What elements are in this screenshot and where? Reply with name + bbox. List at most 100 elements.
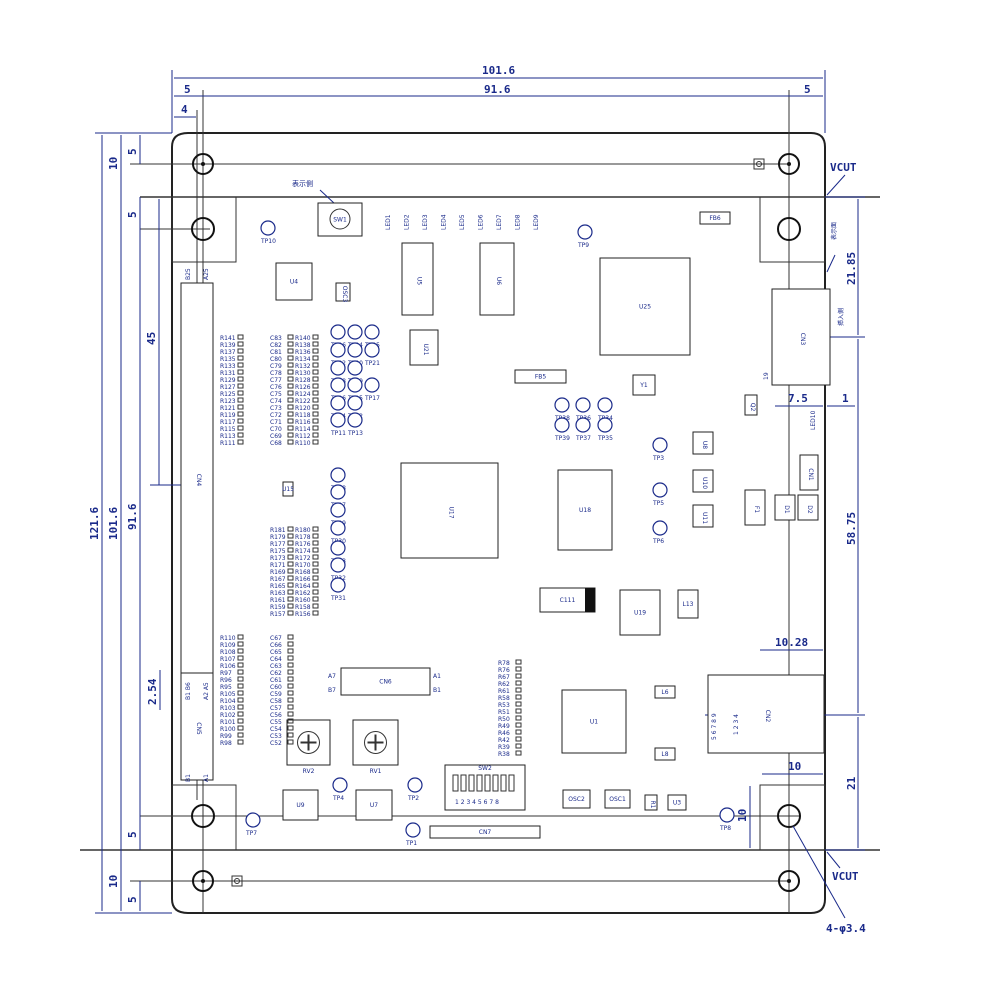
dim-7-5: 7.5 [788,392,808,405]
component-label: U21 [422,343,429,355]
component-l6: L6 [654,685,676,699]
component-label: U11 [701,512,708,524]
test-point-tp6: TP6 [652,520,668,545]
test-point-label: TP37 [575,435,591,442]
cn6-pin-b1: B1 [433,687,441,694]
passive-label: R139 [220,342,236,349]
passive-label: R127 [220,384,236,391]
passive-label: C78 [270,370,282,377]
board-outline [171,132,826,914]
test-point-label: TP17 [364,395,380,402]
passive-label: C56 [270,712,282,719]
passive-label: C71 [270,419,282,426]
led-led9: LED9 [533,214,540,230]
misc-labels: A7 A1 B7 B1 B25 A25 B1 A1 B1 B6 A2 A5 19… [185,268,770,806]
test-point-tp31: TP31 [330,577,346,602]
component-label: F1 [753,506,760,513]
component-u5: U5 [401,242,434,316]
component-label: OSC3 [341,286,348,303]
passive-label: R163 [270,590,286,597]
passive-label: C63 [270,663,282,670]
passive-label: C67 [270,635,282,642]
passive-label: R62 [498,681,510,688]
dim-101-6: 101.6 [482,64,515,77]
component-sw1: SW1 [317,202,363,237]
component-label: D1 [783,505,790,514]
passive-label: R122 [295,398,311,405]
component-label: U19 [634,610,646,617]
component-label: C111 [560,597,576,604]
component-osc3: OSC3 [335,282,351,303]
component-label: OSC1 [609,796,626,803]
dim-101-6-left: 101.6 [107,507,120,540]
dim-10-bot: 10 [107,875,120,888]
led-led2: LED2 [404,214,411,230]
component-label: SW1 [333,217,347,224]
dim-5-bot-a: 5 [126,831,139,838]
test-point-tp39: TP39 [554,417,570,442]
passive-label: R168 [295,569,311,576]
passive-label: R121 [220,405,236,412]
passive-label: R50 [498,716,510,723]
component-label: D2 [806,505,813,514]
test-point-label: TP31 [330,595,346,602]
component-fb5: FB5 [514,369,567,384]
passive-label: R42 [498,737,510,744]
test-point-tp10: TP10 [260,220,276,245]
component-label: U6 [495,277,502,285]
component-label: CN1 [807,468,814,481]
passive-label: C53 [270,733,282,740]
test-point-tp21: TP21 [364,342,380,367]
component-u6: U6 [479,242,515,316]
passive-label: R58 [498,695,510,702]
passive-label: R158 [295,604,311,611]
component-f1: F1 [744,489,766,526]
passive-label: C69 [270,433,282,440]
component-u15: U15 [282,481,294,497]
passive-label: R170 [295,562,311,569]
component-u18: U18 [557,469,613,551]
passive-label: R97 [220,670,232,677]
passive-label: R106 [220,663,236,670]
passive-label: R157 [270,611,286,618]
component-y1: Y1 [632,374,656,396]
passive-label: C55 [270,719,282,726]
dim-5-top-b: 5 [126,211,139,218]
component-rv1: RV1 [352,719,399,775]
led-led5: LED5 [459,214,466,230]
passive-label: R133 [220,363,236,370]
passive-label: R104 [220,698,236,705]
passive-label: R136 [295,349,311,356]
component-label: CN4 [195,474,202,487]
component-u19: U19 [619,589,661,636]
passive-label: R113 [220,433,236,440]
passive-label: R114 [295,426,311,433]
component-label: U5 [416,277,423,285]
test-point-label: TP39 [554,435,570,442]
component-u9: U9 [282,789,319,821]
mounting-holes [191,153,801,892]
component-osc1: OSC1 [604,789,631,809]
passive-label: C70 [270,426,282,433]
cn6-pin-a1: A1 [433,673,441,680]
component-sw2: SW2 [444,764,526,811]
test-point-label: TP21 [364,360,380,367]
test-point-tp17: TP17 [364,377,380,402]
passive-label: R141 [220,335,236,342]
passive-label: R105 [220,691,236,698]
passive-label: R107 [220,656,236,663]
passive-label: C64 [270,656,282,663]
component-u11: U11 [692,504,714,528]
component-label: RV2 [303,768,315,775]
component-label: Q2 [749,403,756,412]
component-d1: D1 [774,494,796,521]
test-point-label: TP10 [260,238,276,245]
passive-label: R162 [295,590,311,597]
component-l13: L13 [677,589,699,619]
test-point-label: TP11 [330,430,346,437]
component-cn4: CN4 [180,282,214,674]
passive-label: R100 [220,726,236,733]
component-label: Y1 [639,382,648,389]
